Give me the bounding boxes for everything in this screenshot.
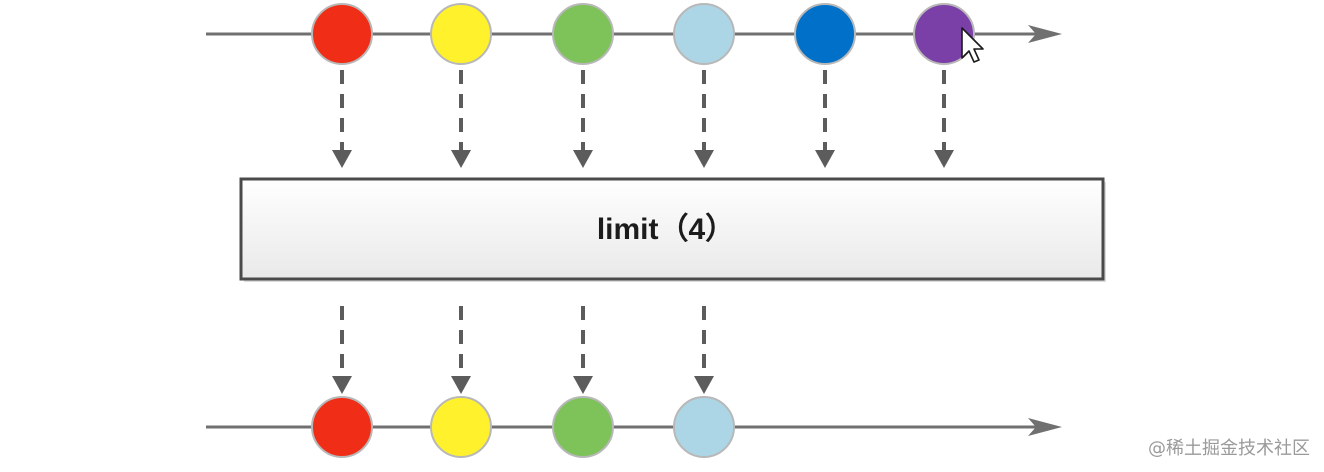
output-marbles — [311, 396, 735, 458]
output-marble-1 — [311, 396, 373, 458]
input-emission-arrows — [332, 70, 954, 168]
watermark: @稀土掘金技术社区 — [1148, 438, 1310, 459]
input-arrow-5-head — [815, 150, 835, 168]
input-arrow-2-head — [451, 150, 471, 168]
output-arrow-4 — [694, 306, 714, 394]
input-marble-6 — [913, 3, 975, 65]
output-arrow-2-head — [451, 376, 471, 394]
input-marble-3 — [552, 3, 614, 65]
output-arrow-4-head — [694, 376, 714, 394]
output-arrow-1-head — [332, 376, 352, 394]
input-arrow-6 — [934, 70, 954, 168]
operator-label: limit（4） — [597, 212, 735, 246]
output-arrow-1 — [332, 306, 352, 394]
input-marble-2 — [430, 3, 492, 65]
input-arrow-1-head — [332, 150, 352, 168]
input-arrow-1 — [332, 70, 352, 168]
operator-box-frame — [239, 177, 1105, 281]
input-arrow-2 — [451, 70, 471, 168]
mouse-pointer-icon — [961, 27, 984, 63]
input-marble-4 — [673, 3, 735, 65]
input-marble-1 — [311, 3, 373, 65]
output-arrow-3-head — [573, 376, 593, 394]
input-arrow-4 — [694, 70, 714, 168]
input-arrow-6-head — [934, 150, 954, 168]
output-marble-4 — [673, 396, 735, 458]
input-arrow-5 — [815, 70, 835, 168]
output-marble-3 — [552, 396, 614, 458]
input-arrow-4-head — [694, 150, 714, 168]
output-timeline-arrowhead — [1028, 418, 1062, 436]
input-timeline-arrowhead — [1028, 25, 1062, 43]
output-arrow-3 — [573, 306, 593, 394]
input-arrow-3-head — [573, 150, 593, 168]
operator-box: limit（4） — [239, 177, 1106, 282]
output-arrow-2 — [451, 306, 471, 394]
output-marble-2 — [430, 396, 492, 458]
output-emission-arrows — [332, 306, 714, 394]
input-arrow-3 — [573, 70, 593, 168]
input-marbles — [311, 3, 975, 65]
input-marble-5 — [794, 3, 856, 65]
